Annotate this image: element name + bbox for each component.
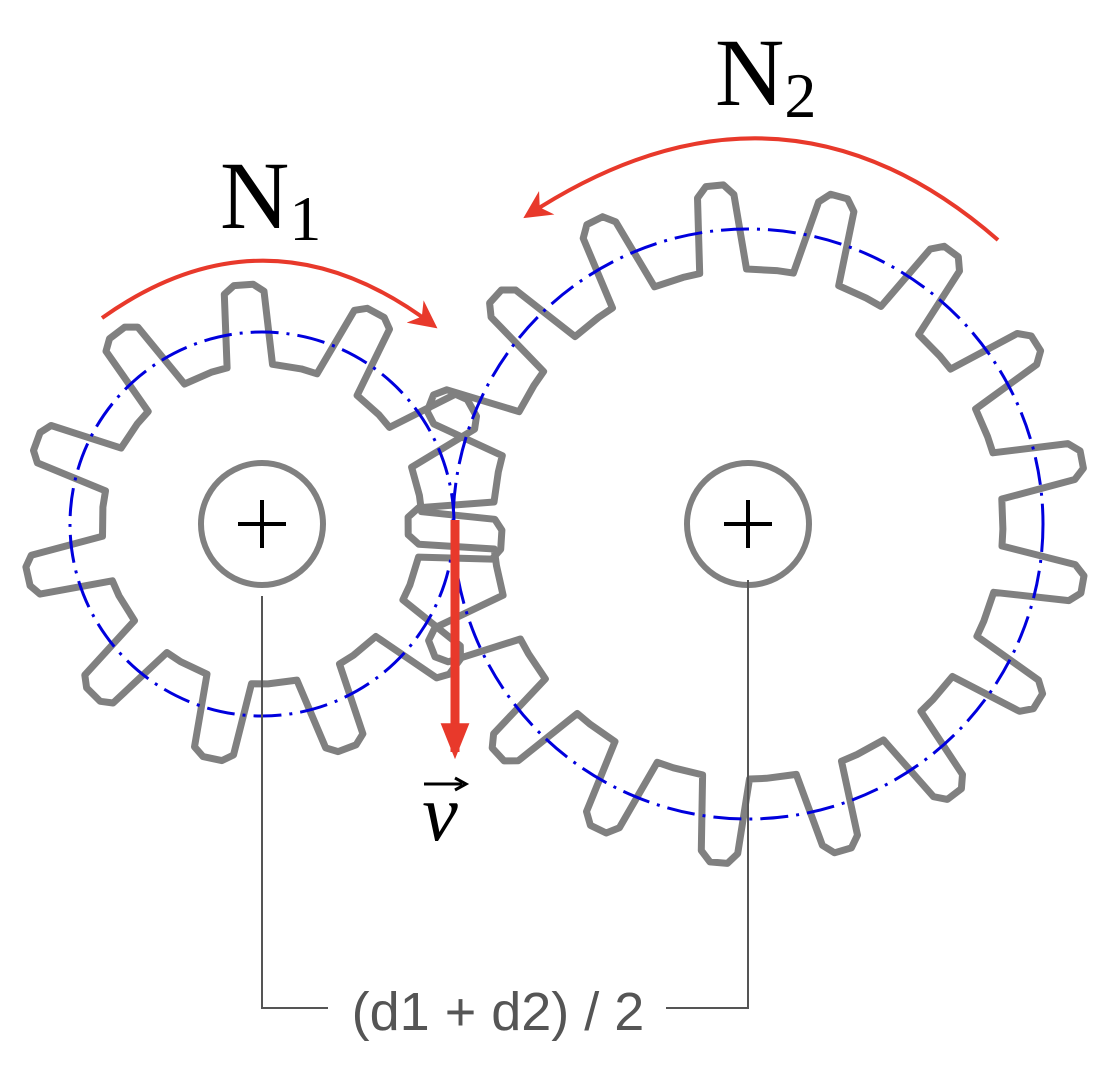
gear-2-center-cross bbox=[724, 500, 772, 548]
gear-2-speed-label: N2 bbox=[715, 19, 816, 131]
velocity-label: v bbox=[422, 770, 470, 858]
gear-2-rotation-arrow bbox=[523, 136, 1000, 242]
center-distance-label: (d1 + d2) / 2 bbox=[352, 982, 645, 1042]
gear-1-center-cross bbox=[238, 500, 286, 548]
gear-2-outline bbox=[404, 181, 1088, 867]
center-distance-dimension-line bbox=[261, 596, 328, 1009]
gear-1-outline bbox=[22, 280, 506, 765]
gear-1-speed-label: N1 bbox=[220, 142, 321, 254]
center-distance-dimension-line-right bbox=[666, 580, 749, 1009]
gear-1-rotation-arrow bbox=[100, 258, 438, 329]
gear-2-pitch-circle bbox=[451, 227, 1045, 821]
